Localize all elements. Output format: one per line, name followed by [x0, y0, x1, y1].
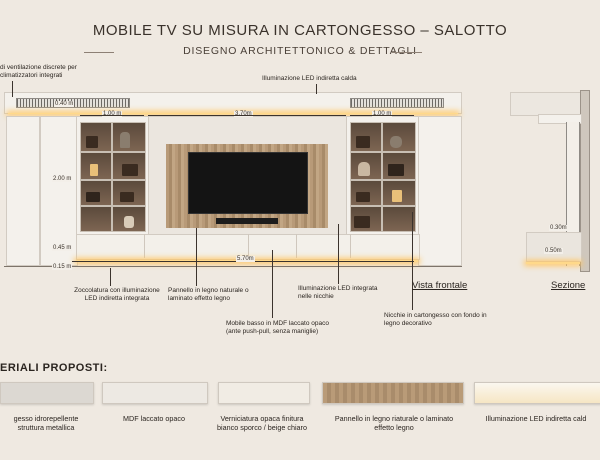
- vase-decor: [124, 216, 134, 228]
- leader-panel: [196, 228, 197, 286]
- dim-height: 2.00 m: [52, 176, 73, 182]
- annotation-vent: di ventilazione discrete per climatizzat…: [0, 64, 77, 79]
- material-swatch-wood: [322, 382, 464, 404]
- annotation-niche-wood: Nicchie in cartongesso con fondo in legn…: [384, 312, 487, 327]
- dim-plinth-height: 0.15 m: [52, 264, 73, 270]
- leader-plinth: [110, 268, 111, 286]
- front-view-drawing: [4, 92, 462, 270]
- cabinet-door-joint: [248, 234, 249, 258]
- section-view-label: Sezione: [551, 280, 586, 291]
- dim-line-right-width: [350, 115, 414, 116]
- material-swatch-led: [474, 382, 600, 404]
- ac-vent-right: [350, 98, 444, 108]
- material-swatch-plasterboard: [0, 382, 94, 404]
- annotation-led-top: Illuminazione LED indiretta calda: [262, 75, 357, 82]
- section-upper-profile: [538, 114, 582, 124]
- leader-cabinet: [272, 250, 273, 318]
- annotation-cabinet: Mobile basso in MDF laccato opaco (ante …: [226, 320, 329, 335]
- dim-right-width: 1.00 m: [372, 111, 393, 117]
- cabinet-door-joint: [296, 234, 297, 258]
- lantern-decor: [90, 164, 98, 176]
- section-led: [526, 262, 580, 264]
- dim-section-depth: 0.30m: [549, 225, 568, 231]
- dim-line-center-width: [148, 115, 346, 116]
- dim-total-width: 5.70m: [236, 256, 255, 262]
- dim-cabinet-height: 0.45 m: [52, 245, 73, 251]
- section-soffit: [510, 92, 582, 116]
- books-decor: [356, 192, 370, 202]
- material-label-mdf: MDF laccato opaco: [123, 414, 185, 423]
- subtitle-rule-left: [84, 52, 114, 53]
- books-decor: [86, 136, 98, 148]
- dim-section-base: 0.50m: [544, 248, 563, 254]
- books-decor: [86, 192, 100, 202]
- page-subtitle: DISEGNO ARCHITETTONICO & DETTAGLI: [183, 45, 417, 57]
- left-tall-panel-1: [6, 116, 40, 266]
- material-label-led: Illuminazione LED indiretta cald: [485, 414, 587, 423]
- books-decor: [120, 192, 134, 202]
- vase-decor: [358, 162, 370, 176]
- leader-led-niches: [338, 224, 339, 284]
- books-decor: [388, 164, 404, 176]
- vase-decor: [120, 132, 130, 148]
- material-label-wood: Pannello in legno riaturale o laminato e…: [334, 414, 454, 432]
- right-niche-5: [350, 180, 382, 206]
- section-back-wall: [580, 90, 590, 272]
- cabinet-door-joint: [144, 234, 145, 258]
- soffit-led-strip: [8, 113, 458, 114]
- leader-niche-wood: [412, 212, 413, 310]
- leader-vent: [12, 81, 13, 97]
- materials-heading: ERIALI PROPOSTI:: [0, 362, 108, 374]
- dim-left-width: 1.00 m: [102, 111, 123, 117]
- dim-center-width: 3.70m: [234, 111, 253, 117]
- left-niche-7: [80, 206, 112, 232]
- tv-screen: [188, 152, 308, 214]
- section-drawing: [508, 90, 598, 272]
- dim-vent-height: 0.40 m: [54, 101, 75, 107]
- front-view-label: Vista frontale: [412, 280, 468, 291]
- annotation-plinth: Zoccolatura con illuminazione LED indire…: [74, 287, 160, 302]
- subtitle-rule-right: [392, 52, 422, 53]
- leader-led-top: [316, 84, 317, 94]
- section-cabinet: [526, 232, 582, 262]
- material-swatch-mdf: [102, 382, 208, 404]
- annotation-led-niches: Illuminazione LED integrata nelle nicchi…: [298, 285, 378, 300]
- vase-decor: [390, 136, 402, 148]
- right-tall-panel: [418, 116, 462, 266]
- books-decor: [356, 136, 370, 148]
- books-decor: [122, 164, 138, 176]
- floor-line: [4, 266, 462, 267]
- material-label-paint: Verniciatura opaca finitura bianco sporc…: [217, 414, 307, 432]
- page-title: MOBILE TV SU MISURA IN CARTONGESSO – SAL…: [92, 22, 508, 39]
- books-decor: [354, 216, 370, 228]
- section-cavity: [566, 122, 580, 266]
- cabinet-door-joint: [350, 234, 351, 258]
- material-label-plasterboard: gesso idrorepellente struttura metallica: [13, 414, 79, 432]
- material-swatch-paint: [218, 382, 310, 404]
- left-tall-panel-2: [40, 116, 78, 266]
- annotation-panel: Pannello in legno naturale o laminato ef…: [168, 287, 249, 302]
- dim-line-left-width: [80, 115, 144, 116]
- lantern-decor: [392, 190, 402, 202]
- right-niche-8: [382, 206, 416, 232]
- soundbar: [216, 218, 278, 224]
